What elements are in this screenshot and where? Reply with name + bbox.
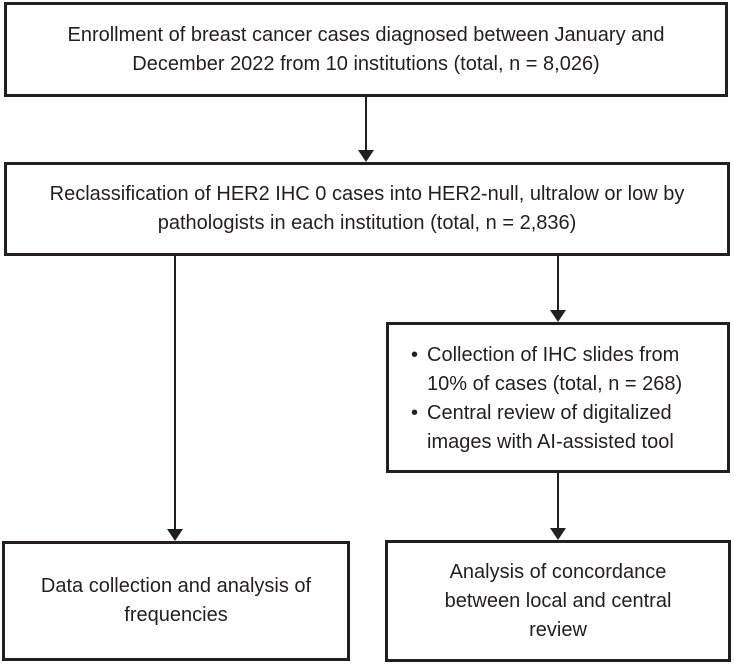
connector-reclassification-to-data-collection <box>174 256 176 530</box>
central-review-bullet-1-text: Collection of IHC slides from 10% of cas… <box>427 343 683 395</box>
central-review-bullet-2-text: Central review of digitalized images wit… <box>427 401 674 453</box>
connector-reclassification-to-central-review <box>557 256 559 311</box>
connector-enrollment-to-reclassification <box>365 97 367 151</box>
reclassification-box-text: Reclassification of HER2 IHC 0 cases int… <box>49 183 685 234</box>
enrollment-box-text: Enrollment of breast cancer cases diagno… <box>67 23 665 75</box>
arrow-down-icon <box>550 528 566 540</box>
bullet-icon <box>411 341 427 370</box>
bullet-icon <box>411 399 427 428</box>
reclassification-box: Reclassification of HER2 IHC 0 cases int… <box>4 162 730 256</box>
data-collection-box: Data collection and analysis of frequenc… <box>2 541 350 661</box>
concordance-box: Analysis of concordance between local an… <box>385 540 731 662</box>
central-review-bullet-1: Collection of IHC slides from 10% of cas… <box>411 341 713 399</box>
arrow-down-icon <box>167 529 183 541</box>
concordance-box-text: Analysis of concordance between local an… <box>444 560 672 641</box>
arrow-down-icon <box>358 150 374 162</box>
central-review-box: Collection of IHC slides from 10% of cas… <box>386 322 730 473</box>
connector-central-review-to-concordance <box>557 473 559 529</box>
enrollment-box: Enrollment of breast cancer cases diagno… <box>4 2 728 97</box>
data-collection-box-text: Data collection and analysis of frequenc… <box>40 575 312 626</box>
central-review-bullet-2: Central review of digitalized images wit… <box>411 399 713 457</box>
arrow-down-icon <box>550 310 566 322</box>
